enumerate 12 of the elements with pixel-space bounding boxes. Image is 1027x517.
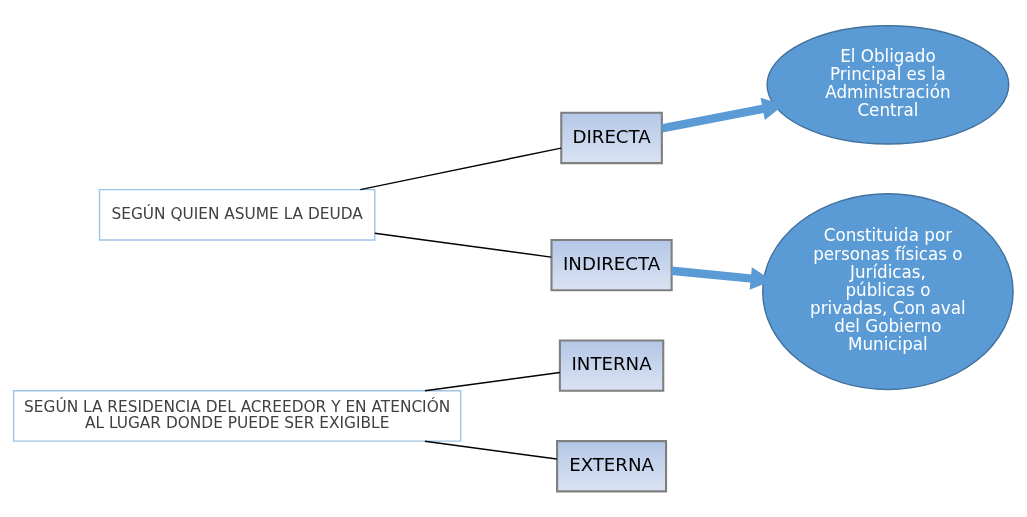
node-box: INDIRECTA: [550, 238, 673, 292]
connector: [359, 147, 562, 191]
node-ellipse: Constituida por personas físicas o Jurídicas, públicas o privadas, Con aval del Gobierno Municipal: [762, 193, 1014, 391]
node-box: INTERNA: [558, 339, 665, 392]
connector: [424, 440, 558, 460]
node-ellipse: El Obligado Principal es la Administración Central: [766, 25, 1010, 145]
node-box: EXTERNA: [556, 440, 668, 493]
node-box: SEGÚN LA RESIDENCIA DEL ACREEDOR Y EN ATENCIÓN AL LUGAR DONDE PUEDE SER EXIGIBLE: [12, 390, 462, 442]
node-box: DIRECTA: [560, 111, 663, 165]
connector: [424, 371, 561, 392]
node-box: SEGÚN QUIEN ASUME LA DEUDA: [98, 188, 376, 241]
connector: [374, 232, 552, 258]
